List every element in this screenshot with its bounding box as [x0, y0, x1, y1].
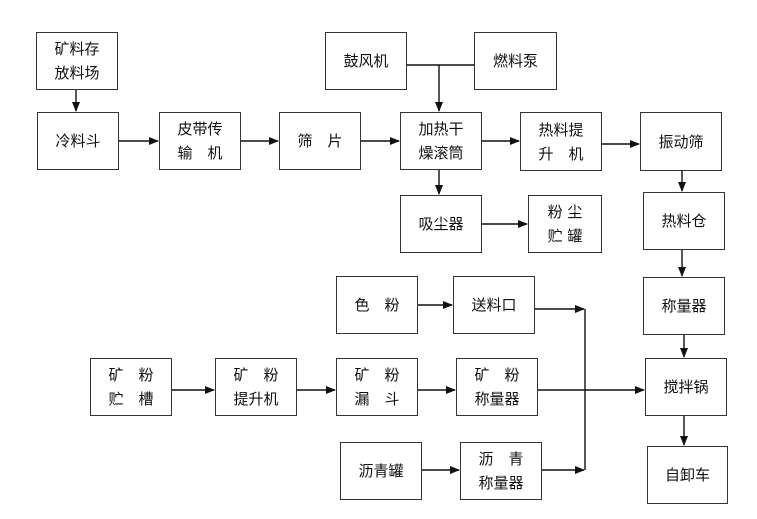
node-label-line2: 输 机 [177, 144, 223, 162]
node-fuel-pump: 燃料泵 [474, 32, 557, 90]
node-hot-bin: 热料仓 [643, 192, 725, 250]
node-label: 筛 片 [297, 132, 343, 150]
node-label-line2: 贮 槽 [108, 390, 154, 408]
node-label: 鼓风机 [343, 52, 389, 70]
node-weigher: 称量器 [643, 277, 725, 335]
node-label: 自卸车 [664, 466, 710, 484]
node-bitumen-tank: 沥青罐 [340, 442, 422, 500]
node-blower: 鼓风机 [325, 32, 407, 90]
node-label-line2: 贮 罐 [547, 227, 583, 245]
node-vibrating-screen: 振动筛 [640, 112, 722, 171]
node-label: 热料仓 [661, 212, 707, 230]
node-mixer: 搅拌锅 [645, 358, 727, 416]
node-label: 沥青罐 [358, 462, 404, 480]
node-ore-yard: 矿料存 放料场 [36, 32, 118, 90]
node-dust-tank: 粉 尘 贮 罐 [528, 195, 602, 253]
node-label-line2: 漏 斗 [354, 390, 400, 408]
node-label: 振动筛 [658, 132, 704, 151]
node-label-line1: 矿 粉 [108, 366, 154, 384]
node-label: 送料口 [471, 296, 517, 314]
node-label-line1: 矿料存 [54, 40, 100, 58]
node-label-line2: 升 机 [538, 144, 584, 163]
node-bitumen-weigher: 沥 青 称量器 [460, 442, 542, 500]
node-label: 吸尘器 [418, 215, 464, 233]
node-label-line1: 加热干 [418, 120, 464, 138]
node-label-line2: 称量器 [474, 390, 520, 408]
node-pigment: 色 粉 [336, 276, 418, 334]
node-label-line2: 提升机 [233, 390, 279, 408]
node-label: 搅拌锅 [663, 378, 709, 396]
node-filler-silo: 矿 粉 贮 槽 [90, 358, 172, 416]
node-filler-weigher: 矿 粉 称量器 [456, 358, 538, 416]
node-label-line2: 称量器 [478, 474, 524, 492]
node-dump-truck: 自卸车 [647, 446, 728, 504]
node-cold-hopper: 冷料斗 [37, 112, 119, 170]
node-label-line2: 燥滚筒 [418, 144, 464, 162]
node-label-line2: 放料场 [54, 64, 100, 82]
node-filler-hopper: 矿 粉 漏 斗 [336, 358, 418, 416]
node-feed-port: 送料口 [453, 276, 535, 334]
node-label: 色 粉 [354, 296, 400, 314]
node-screen-plate: 筛 片 [279, 112, 361, 170]
node-dust-collector: 吸尘器 [400, 195, 482, 253]
node-label-line1: 粉 尘 [547, 203, 583, 221]
node-label-line1: 矿 粉 [233, 366, 279, 384]
node-belt-conveyor: 皮带传 输 机 [159, 112, 241, 170]
node-filler-elevator: 矿 粉 提升机 [215, 358, 297, 416]
node-label: 燃料泵 [492, 52, 538, 70]
node-label-line1: 矿 粉 [354, 366, 400, 384]
node-label-line1: 沥 青 [478, 450, 524, 468]
node-drying-drum: 加热干 燥滚筒 [400, 112, 482, 170]
node-hot-elevator: 热料提 升 机 [520, 112, 602, 171]
node-label-line1: 矿 粉 [474, 366, 520, 384]
node-label: 冷料斗 [55, 132, 101, 150]
node-label-line1: 皮带传 [177, 120, 223, 138]
node-label-line1: 热料提 [538, 120, 584, 139]
node-label: 称量器 [661, 297, 707, 315]
